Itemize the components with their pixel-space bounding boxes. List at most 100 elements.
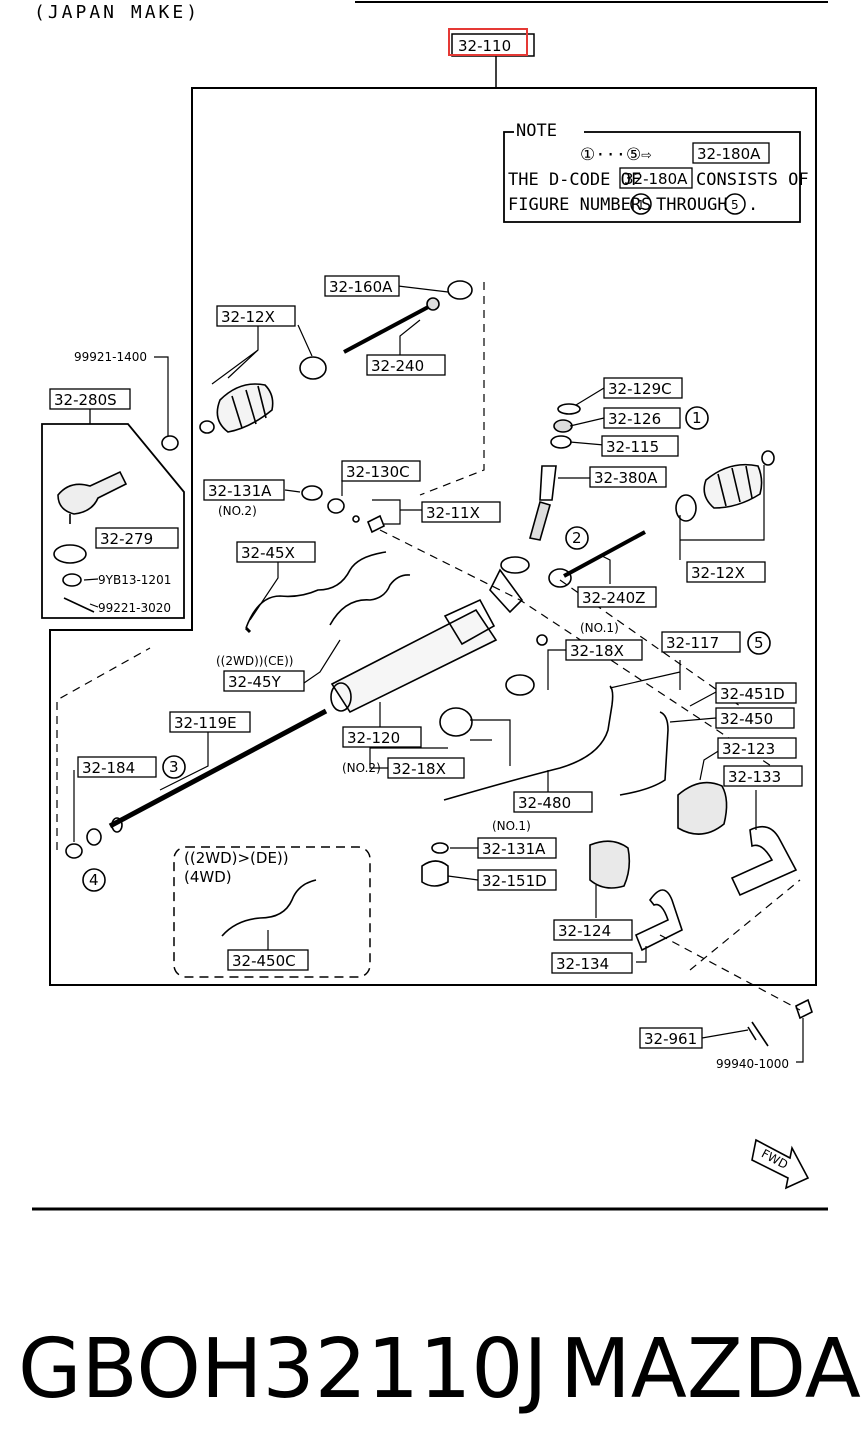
variant-frame bbox=[173, 846, 371, 978]
svg-text:32-240: 32-240 bbox=[371, 357, 424, 375]
part-label-32-240[interactable]: 32-240 bbox=[366, 354, 446, 376]
part-label-32-280S[interactable]: 32-280S bbox=[49, 388, 131, 410]
svg-text:32-110: 32-110 bbox=[458, 37, 511, 55]
part-label-32-124[interactable]: 32-124 bbox=[553, 919, 633, 941]
leader-lines bbox=[73, 285, 804, 1063]
note-line2-end: . bbox=[748, 195, 758, 215]
part-label-32-450C[interactable]: 32-450C bbox=[227, 949, 309, 971]
part-label-32-184[interactable]: 32-184 bbox=[77, 756, 157, 778]
svg-text:32-160A: 32-160A bbox=[329, 278, 393, 296]
svg-text:5: 5 bbox=[754, 634, 764, 652]
part-label-32-123[interactable]: 32-123 bbox=[717, 737, 797, 759]
note-num5: 5 bbox=[731, 198, 739, 212]
svg-text:32-12X: 32-12X bbox=[221, 308, 275, 326]
note-line2-mid: THROUGH bbox=[656, 195, 728, 215]
part-label-32-115[interactable]: 32-115 bbox=[601, 435, 679, 457]
label-no2-18x: (NO.2) bbox=[342, 761, 381, 775]
part-label-32-131A-no2[interactable]: 32-131A bbox=[203, 479, 285, 501]
svg-text:32-240Z: 32-240Z bbox=[582, 589, 645, 607]
component-art bbox=[53, 280, 813, 1190]
callout-1: 1 bbox=[685, 406, 709, 430]
label-cond-4wd: (4WD) bbox=[184, 868, 232, 886]
part-label-32-45Y[interactable]: 32-45Y bbox=[223, 670, 305, 692]
svg-text:32-130C: 32-130C bbox=[346, 463, 410, 481]
svg-text:32-120: 32-120 bbox=[347, 729, 400, 747]
svg-text:32-131A: 32-131A bbox=[482, 840, 546, 858]
fwd-arrow-label: FWD bbox=[759, 1146, 790, 1172]
part-label-32-961[interactable]: 32-961 bbox=[639, 1027, 703, 1049]
part-label-32-279[interactable]: 32-279 bbox=[95, 527, 179, 549]
svg-text:32-45Y: 32-45Y bbox=[228, 673, 282, 691]
svg-text:32-119E: 32-119E bbox=[174, 714, 237, 732]
part-label-32-120[interactable]: 32-120 bbox=[342, 726, 422, 748]
note-title: NOTE bbox=[516, 121, 557, 141]
callout-2: 2 bbox=[565, 526, 589, 550]
svg-text:3: 3 bbox=[169, 758, 179, 776]
part-label-32-451D[interactable]: 32-451D bbox=[715, 682, 797, 704]
main-frame bbox=[49, 87, 817, 986]
svg-text:32-12X: 32-12X bbox=[691, 564, 745, 582]
svg-text:32-480: 32-480 bbox=[518, 794, 571, 812]
note-line2-pre: FIGURE NUMBERS bbox=[508, 195, 651, 215]
part-label-32-450[interactable]: 32-450 bbox=[715, 707, 795, 729]
svg-text:32-124: 32-124 bbox=[558, 922, 611, 940]
note-num1: 1 bbox=[637, 198, 645, 212]
note-line1-post: CONSISTS OF bbox=[696, 170, 809, 190]
note-line1-pre: THE D-CODE OF bbox=[508, 170, 641, 190]
svg-text:32-123: 32-123 bbox=[722, 740, 775, 758]
label-9YB13-1201: 9YB13-1201 bbox=[98, 573, 171, 587]
svg-text:32-126: 32-126 bbox=[608, 410, 661, 428]
svg-text:1: 1 bbox=[692, 409, 702, 427]
label-no1-131a: (NO.1) bbox=[492, 819, 531, 833]
svg-text:32-133: 32-133 bbox=[728, 768, 781, 786]
svg-text:32-45X: 32-45X bbox=[241, 544, 295, 562]
svg-text:4: 4 bbox=[89, 871, 99, 889]
part-label-32-133[interactable]: 32-133 bbox=[723, 765, 803, 787]
svg-text:32-279: 32-279 bbox=[100, 530, 153, 548]
svg-text:32-131A: 32-131A bbox=[208, 482, 272, 500]
note-box: NOTE ①···⑤⇨ 32-180A THE D-CODE OF 32-180… bbox=[503, 121, 809, 223]
label-99221-3020: 99221-3020 bbox=[98, 601, 171, 615]
part-label-32-131A-no1[interactable]: 32-131A bbox=[477, 837, 557, 859]
part-label-32-119E[interactable]: 32-119E bbox=[169, 711, 251, 733]
part-label-32-18X-no1[interactable]: 32-18X bbox=[565, 639, 643, 661]
svg-text:32-451D: 32-451D bbox=[720, 685, 785, 703]
main-part-label[interactable]: 32-110 bbox=[448, 28, 535, 57]
part-label-32-11X[interactable]: 32-11X bbox=[421, 501, 501, 523]
part-label-32-134[interactable]: 32-134 bbox=[551, 952, 633, 974]
svg-text:32-961: 32-961 bbox=[644, 1030, 697, 1048]
part-label-32-129C[interactable]: 32-129C bbox=[603, 377, 683, 399]
svg-text:32-117: 32-117 bbox=[666, 634, 719, 652]
svg-text:32-450: 32-450 bbox=[720, 710, 773, 728]
footer-brand: MAZDA bbox=[560, 1322, 861, 1417]
part-label-32-380A[interactable]: 32-380A bbox=[589, 466, 667, 488]
part-label-32-12X-left[interactable]: 32-12X bbox=[216, 305, 296, 327]
footer-part-number: GBOH32110J bbox=[18, 1322, 548, 1417]
part-label-32-18X-no2[interactable]: 32-18X bbox=[387, 757, 465, 779]
callout-5: 5 bbox=[747, 631, 771, 655]
callout-3: 3 bbox=[162, 755, 186, 779]
svg-text:32-129C: 32-129C bbox=[608, 380, 672, 398]
svg-text:32-151D: 32-151D bbox=[482, 872, 547, 890]
part-label-32-480[interactable]: 32-480 bbox=[513, 791, 593, 813]
svg-text:32-115: 32-115 bbox=[606, 438, 659, 456]
svg-text:32-18X: 32-18X bbox=[570, 642, 624, 660]
part-label-32-151D[interactable]: 32-151D bbox=[477, 869, 557, 891]
label-cond-2wd-de: ((2WD)>(DE)) bbox=[184, 849, 289, 867]
part-label-32-160A[interactable]: 32-160A bbox=[324, 275, 400, 297]
part-label-32-12X-right[interactable]: 32-12X bbox=[686, 561, 766, 583]
svg-text:2: 2 bbox=[572, 529, 582, 547]
label-no2-131a: (NO.2) bbox=[218, 504, 257, 518]
part-label-32-45X[interactable]: 32-45X bbox=[236, 541, 316, 563]
part-label-32-117[interactable]: 32-117 bbox=[661, 631, 741, 653]
part-label-32-126[interactable]: 32-126 bbox=[603, 407, 681, 429]
label-cond-2wd-ce: ((2WD))(CE)) bbox=[216, 654, 293, 668]
part-label-32-130C[interactable]: 32-130C bbox=[341, 460, 421, 482]
label-99921-1400: 99921-1400 bbox=[74, 350, 147, 364]
label-no1-18x: (NO.1) bbox=[580, 621, 619, 635]
svg-text:32-134: 32-134 bbox=[556, 955, 609, 973]
label-99940-1000: 99940-1000 bbox=[716, 1057, 789, 1071]
svg-text:32-11X: 32-11X bbox=[426, 504, 480, 522]
part-label-32-240Z[interactable]: 32-240Z bbox=[577, 586, 657, 608]
